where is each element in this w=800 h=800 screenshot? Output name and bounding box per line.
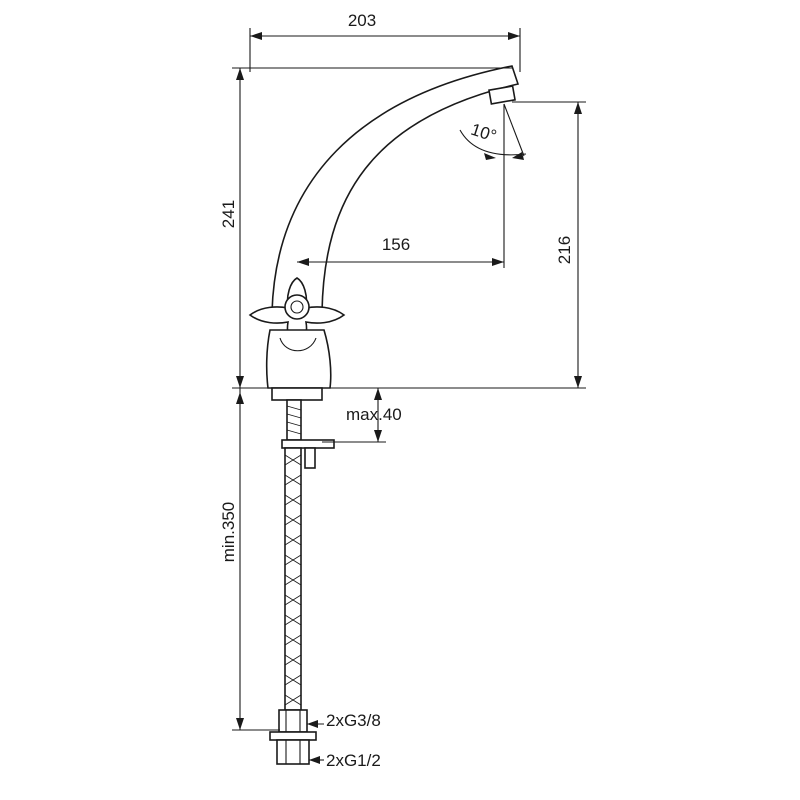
dimension-spout-reach: 156 — [297, 104, 505, 268]
connector-nut-upper — [278, 709, 308, 733]
base-flange — [271, 387, 323, 401]
braided-hose — [284, 447, 302, 711]
dimension-hose-length: min.350 — [219, 388, 280, 731]
faucet-outline — [248, 65, 520, 765]
dimension-max-thickness: max.40 — [322, 387, 402, 443]
dimension-angle: 10° — [459, 103, 527, 160]
hose-braid — [284, 454, 302, 706]
spout-reach-label: 156 — [382, 235, 410, 254]
fixing-bracket — [281, 439, 335, 449]
spout — [271, 65, 520, 313]
width-label: 203 — [348, 11, 376, 30]
dimension-height: 241 — [219, 67, 512, 389]
mounting-stud — [286, 399, 302, 441]
angle-label: 10° — [469, 120, 499, 146]
height-label: 241 — [219, 200, 238, 228]
thread-lower-label: 2xG1/2 — [326, 751, 381, 770]
dimension-width: 203 — [249, 11, 521, 72]
max-thickness-label: max.40 — [346, 405, 402, 424]
connector-nut-lower — [276, 739, 310, 765]
spout-aerator — [488, 85, 516, 105]
thread-upper-label: 2xG3/8 — [326, 711, 381, 730]
spout-height-label: 216 — [555, 236, 574, 264]
handle-hub — [284, 294, 310, 320]
fixing-nut — [304, 447, 316, 469]
hose-length-label: min.350 — [219, 502, 238, 562]
valve-body — [265, 329, 332, 389]
thread-annotations: 2xG3/8 2xG1/2 — [307, 711, 381, 770]
connector-washer — [269, 731, 317, 741]
